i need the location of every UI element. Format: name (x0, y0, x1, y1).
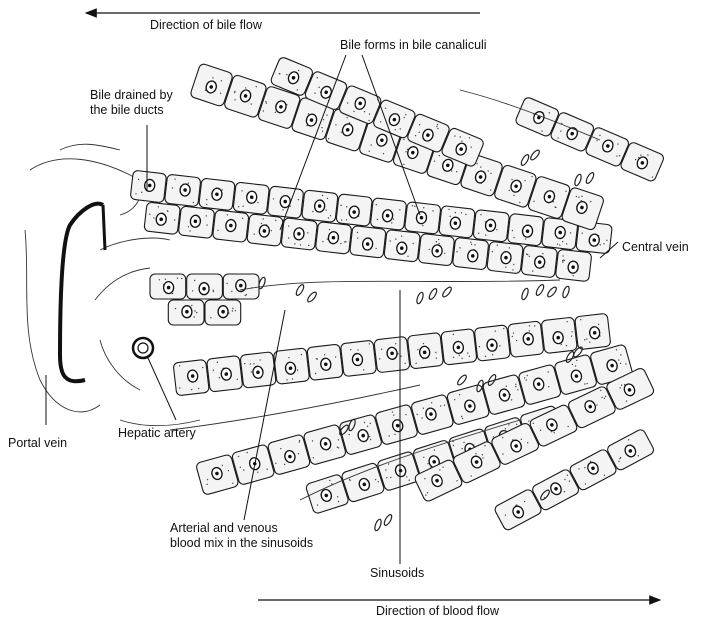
cytoplasm-speckle (194, 310, 195, 311)
portal-vein-label: Portal vein (8, 436, 67, 451)
red-blood-cell (441, 286, 453, 298)
red-blood-cell (574, 174, 583, 187)
red-blood-cell (374, 519, 383, 532)
cytoplasm-speckle (181, 278, 182, 279)
cytoplasm-speckle (210, 317, 211, 318)
central-vein-label: Central vein (622, 240, 689, 255)
cytoplasm-speckle (177, 278, 178, 279)
red-blood-cell (520, 154, 530, 167)
nucleolus (221, 310, 225, 314)
cytoplasm-speckle (175, 308, 176, 309)
cytoplasm-speckle (245, 295, 246, 296)
portal-vein-wall (60, 204, 103, 382)
hepatocyte-cord (150, 274, 259, 325)
sinusoids-label: Sinusoids (370, 566, 424, 581)
hepatocyte-cord (514, 96, 664, 182)
nucleolus (185, 310, 189, 314)
cytoplasm-speckle (196, 312, 197, 313)
sinusoid-mix-label: Arterial and venous blood mix in the sin… (170, 521, 313, 551)
bile-canaliculi-label: Bile forms in bile canaliculi (340, 38, 487, 53)
red-blood-cell (535, 284, 545, 297)
red-blood-cell (562, 286, 571, 299)
red-blood-cell (456, 374, 468, 386)
hepatic-artery-label: Hepatic artery (118, 426, 196, 441)
cytoplasm-speckle (172, 293, 173, 294)
cytoplasm-speckle (213, 290, 214, 291)
cytoplasm-speckle (159, 279, 160, 280)
cytoplasm-speckle (232, 308, 233, 309)
bile-flow-label: Direction of bile flow (150, 18, 262, 33)
cytoplasm-speckle (192, 290, 193, 291)
red-blood-cell (546, 286, 558, 298)
cytoplasm-speckle (226, 283, 227, 284)
cytoplasm-speckle (194, 316, 195, 317)
hepatic-artery (133, 338, 153, 358)
red-blood-cell (529, 149, 541, 161)
cytoplasm-speckle (232, 310, 233, 311)
cytoplasm-speckle (235, 310, 236, 311)
cytoplasm-speckle (165, 279, 166, 280)
cytoplasm-speckle (194, 280, 195, 281)
nucleolus (167, 286, 171, 290)
cytoplasm-speckle (231, 291, 232, 292)
red-blood-cell (521, 288, 530, 301)
cytoplasm-speckle (191, 305, 192, 306)
red-blood-cell (383, 514, 393, 527)
red-blood-cell (416, 292, 425, 305)
nucleolus (202, 287, 206, 291)
nucleolus (239, 284, 243, 288)
blood-flow-label: Direction of blood flow (376, 604, 499, 619)
red-blood-cell (428, 288, 438, 301)
cytoplasm-speckle (213, 291, 214, 292)
red-blood-cell (306, 291, 318, 303)
red-blood-cell (585, 172, 595, 185)
red-blood-cell (295, 284, 305, 297)
bile-ducts-label: Bile drained by the bile ducts (90, 88, 173, 118)
cytoplasm-speckle (246, 294, 247, 295)
